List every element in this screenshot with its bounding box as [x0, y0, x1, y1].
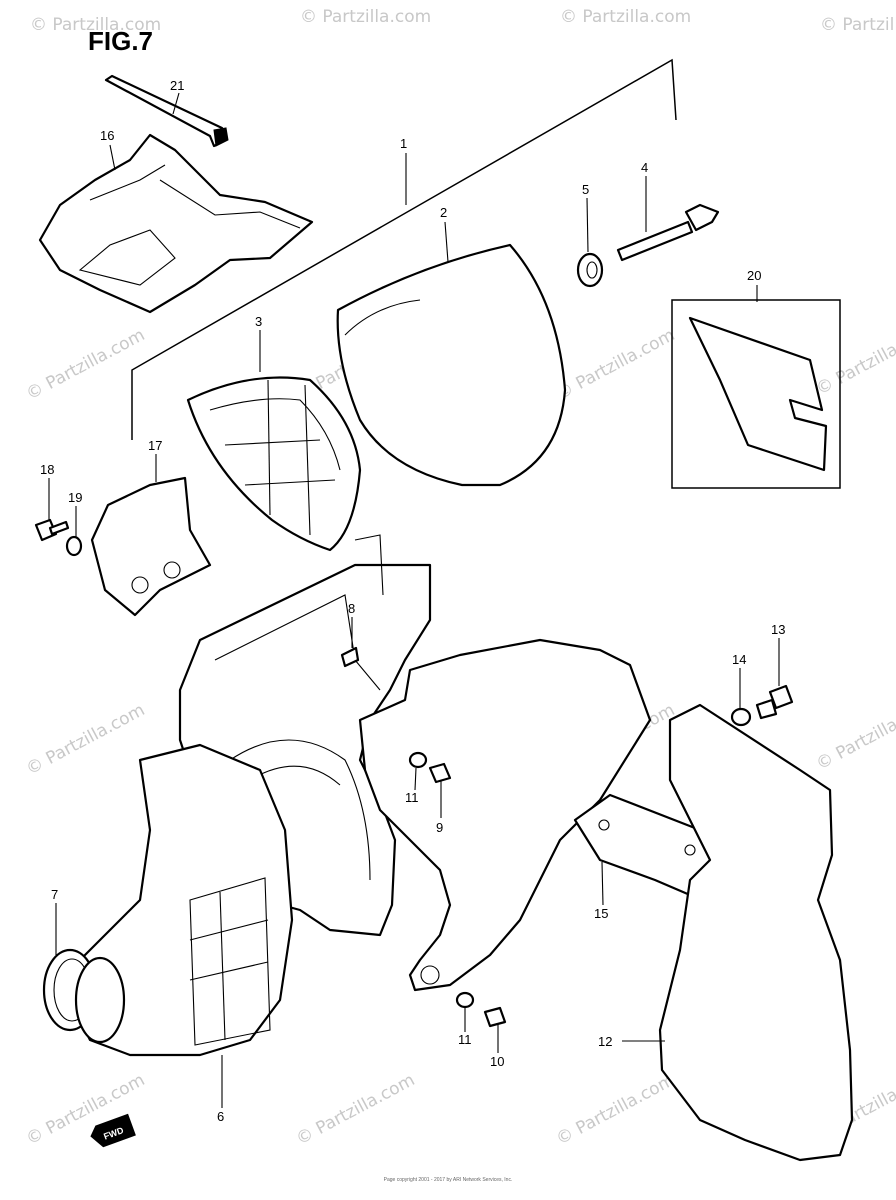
part-3-filter-cage[interactable]	[186, 376, 362, 552]
callout-labels: 21 16 1 2 5 4 20 3 17 18 19 8 13 14 11 9…	[40, 78, 785, 1124]
part-18-bolt[interactable]	[34, 518, 70, 542]
part-21-band[interactable]	[104, 74, 229, 148]
callout-6[interactable]: 6	[217, 1109, 224, 1124]
callout-4[interactable]: 4	[641, 160, 648, 175]
callout-17[interactable]: 17	[148, 438, 162, 453]
callout-18[interactable]: 18	[40, 462, 54, 477]
forward-direction-mark: FWD	[90, 1113, 136, 1148]
part-6-intake-boot[interactable]	[68, 743, 294, 1057]
part-14-washer[interactable]	[730, 707, 752, 727]
part-13-bolt[interactable]	[755, 684, 794, 720]
watermark: © Partzilla.com	[813, 320, 896, 399]
part-19-washer[interactable]	[65, 535, 83, 557]
watermark: © Partzilla.com	[30, 15, 161, 35]
part-16-cover-plate[interactable]	[38, 133, 314, 314]
leader-lines	[48, 92, 780, 1108]
watermark: © Partzilla.com	[560, 7, 691, 27]
figure-title: FIG.7	[88, 26, 153, 56]
watermark: © Partzilla.com	[820, 15, 896, 35]
part-15-bracket[interactable]	[358, 638, 652, 992]
watermark: © Partzilla.com	[813, 695, 896, 774]
assembly-bracket-line	[131, 58, 677, 440]
callout-11-upper[interactable]: 11	[405, 790, 419, 805]
callout-20[interactable]: 20	[747, 268, 761, 283]
watermark: © Partzilla.com	[553, 325, 678, 404]
callout-9[interactable]: 9	[436, 820, 443, 835]
callout-16[interactable]: 16	[100, 128, 114, 143]
watermark: © Partzilla.com	[300, 7, 431, 27]
callout-1[interactable]: 1	[400, 136, 407, 151]
part-17-cover[interactable]	[90, 476, 212, 617]
callout-2[interactable]: 2	[440, 205, 447, 220]
part-20-box	[671, 299, 841, 489]
callout-8[interactable]: 8	[348, 601, 355, 616]
part-2-air-filter-element[interactable]	[336, 243, 567, 487]
part-20-filter-sheet[interactable]	[688, 316, 828, 472]
callout-5[interactable]: 5	[582, 182, 589, 197]
callout-19[interactable]: 19	[68, 490, 82, 505]
part-11-cushion-lower[interactable]	[455, 991, 475, 1009]
part-12-side-cover[interactable]	[658, 703, 854, 1162]
part-4-wing-bolt[interactable]	[616, 203, 720, 262]
part-10-bolt[interactable]	[483, 1006, 507, 1028]
boot-ring	[74, 956, 126, 1044]
callout-21[interactable]: 21	[170, 78, 184, 93]
callout-14[interactable]: 14	[732, 652, 746, 667]
part-11-cushion-upper[interactable]	[408, 751, 428, 769]
callout-10[interactable]: 10	[490, 1054, 504, 1069]
part-9-bolt[interactable]	[428, 762, 452, 784]
part-8-screw[interactable]	[340, 646, 360, 668]
part-5-washer[interactable]	[576, 252, 604, 288]
copyright-footer: Page copyright 2001 - 2017 by ARI Networ…	[384, 1177, 513, 1183]
watermark: © Partzilla.com	[293, 1070, 418, 1149]
watermark: © Partzilla.com	[23, 325, 148, 404]
callout-12[interactable]: 12	[598, 1034, 612, 1049]
watermark: © Partzilla.com	[553, 1070, 678, 1149]
callout-15[interactable]: 15	[594, 906, 608, 921]
watermark: © Partzilla.com	[23, 700, 148, 779]
callout-7[interactable]: 7	[51, 887, 58, 902]
callout-3[interactable]: 3	[255, 314, 262, 329]
callout-13[interactable]: 13	[771, 622, 785, 637]
callout-11-lower[interactable]: 11	[458, 1032, 472, 1047]
